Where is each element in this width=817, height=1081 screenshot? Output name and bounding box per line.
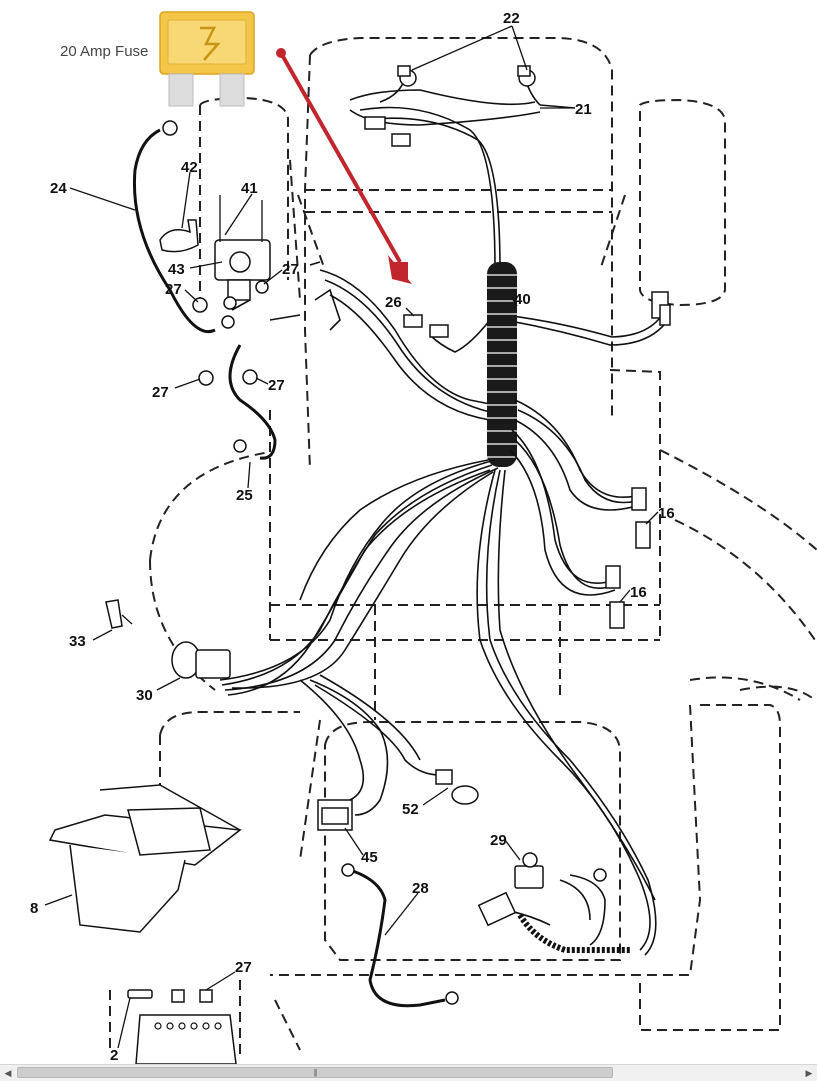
part-label-40: 40 [514,291,531,308]
part-label-43: 43 [168,261,185,278]
part-label-2: 2 [110,1047,118,1064]
scrollbar-thumb[interactable]: ||| [17,1067,613,1078]
key-33 [105,599,133,629]
part-label-22: 22 [503,10,520,27]
ring-terminals [223,296,607,1005]
part-label-29: 29 [490,832,507,849]
scroll-left-arrow-icon[interactable]: ◀ [4,1068,12,1078]
part-label-21: 21 [575,101,592,118]
harness-coil [487,262,517,467]
battery-tray-8 [48,784,242,933]
scrollbar-grip-icon: ||| [313,1068,317,1077]
switch-45 [317,799,353,831]
scroll-right-arrow-icon[interactable]: ▶ [805,1068,813,1078]
part-label-28: 28 [412,880,429,897]
tractor-outline [109,37,817,1060]
ignition-switch-30 [171,641,231,679]
switch-29 [477,852,544,927]
part-label-24: 24 [50,180,67,197]
part-label-26: 26 [385,294,402,311]
battery-2 [127,989,237,1064]
part-label-27-lower-right: 27 [268,377,285,394]
wiring-harness [132,77,669,1008]
part-label-27-left: 27 [165,281,182,298]
connectors-16 [605,487,651,629]
part-label-41: 41 [241,180,258,197]
part-label-16-upper: 16 [658,505,675,522]
part-label-16-lower: 16 [630,584,647,601]
part-label-33: 33 [69,633,86,650]
solenoid-43 [159,120,271,386]
leader-lines [44,25,659,1049]
part-label-27-right: 27 [282,261,299,278]
part-label-30: 30 [136,687,153,704]
part-label-27-battery: 27 [235,959,252,976]
fuse-holder-26 [403,314,449,338]
plug-connectors-21 [364,116,411,147]
part-label-52: 52 [402,801,419,818]
connector-40 [651,291,671,326]
part-label-42: 42 [181,159,198,176]
part-label-25: 25 [236,487,253,504]
fuse-pointer-arrow [276,48,412,284]
part-label-45: 45 [361,849,378,866]
part-label-8: 8 [30,900,38,917]
part-label-27-lower-left: 27 [152,384,169,401]
fuse-caption: 20 Amp Fuse [60,43,148,60]
horizontal-scrollbar[interactable]: ◀ ||| ▶ [0,1064,817,1081]
headlight-bulbs [397,65,536,87]
bulb-52 [435,769,479,805]
fuse-icon [159,11,255,107]
